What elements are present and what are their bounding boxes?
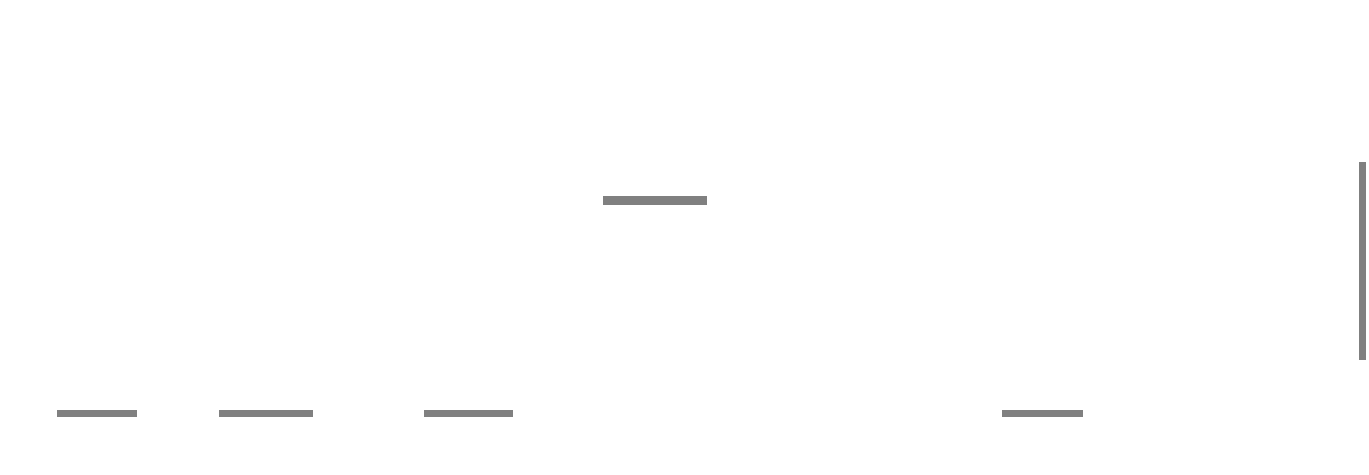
center-placeholder-bar (603, 196, 707, 205)
footer-placeholder-bar (57, 410, 137, 417)
footer-placeholder-bar (1002, 410, 1083, 417)
vertical-scrollbar-thumb[interactable] (1359, 162, 1366, 360)
footer-placeholder-bar (424, 410, 513, 417)
footer-placeholder-bar (219, 410, 313, 417)
